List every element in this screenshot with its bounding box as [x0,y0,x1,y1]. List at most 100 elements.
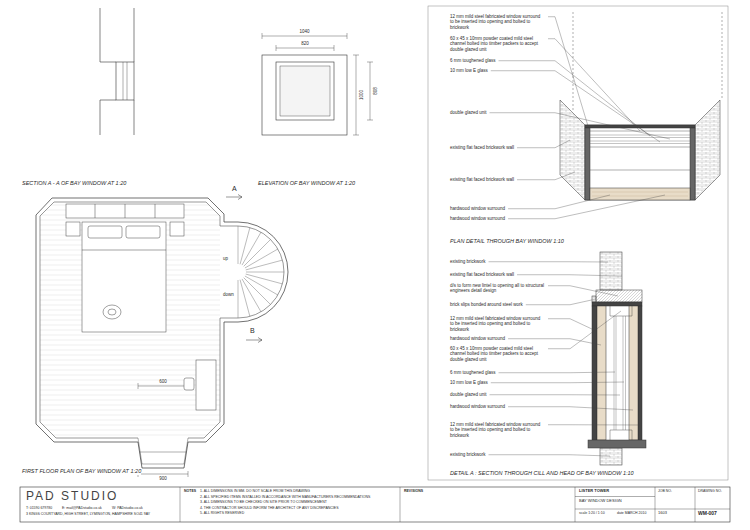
chair [184,378,194,390]
dimension-label: 808 [373,87,378,95]
floorboards [40,205,220,435]
callout-note: existing flat faced brickwork wall [450,177,514,182]
dimension-label: 1040 [299,29,309,34]
callout-note: 12 mm mild steel fabricated window surro… [450,14,545,30]
callout-note: existing flat faced brickwork wall [450,272,514,277]
projection-line [573,12,722,112]
leader-line [508,195,665,219]
stair-tread [238,226,239,264]
dimension-line [353,55,359,135]
section-marker: B [250,327,255,336]
floorboard-line [40,435,220,436]
leader-line [548,424,640,425]
section-marker: A [232,185,237,194]
floorboard-line [40,360,220,361]
floorboard-line [40,220,220,221]
callout-note: double glazed unit [450,392,487,397]
plan-drawing [36,198,288,477]
steel-surround [592,302,642,306]
steel-surround [638,306,642,442]
floorboard-line [40,370,220,371]
drawing-caption: SECTION A - A OF BAY WINDOW AT 1:20 [22,180,126,187]
callout-note: 60 x 45 x 10mm powder coated mild steel … [450,36,545,52]
pillow [88,226,122,238]
leader-line [517,275,622,276]
leader-line [491,71,660,142]
callout-note: hardwood window surround [450,216,505,221]
hardwood-surround [629,306,638,440]
bay-window [138,438,188,464]
project-name: LISTER TOWER [579,489,609,494]
stair-tread [244,278,271,305]
dimension-label: 900 [159,476,167,481]
floorboard-line [40,410,220,411]
brick-wall [560,100,585,200]
floorboard-line [40,420,220,421]
job-number: 1603 [658,511,667,516]
hardwood-surround [597,306,606,440]
stair-tread [246,260,283,270]
general-note: 2. ALL SPECIFIED ITEMS INSTALLED IN ACCO… [200,495,370,499]
leader-line [548,319,594,330]
window-frame [276,62,334,120]
floorboard-line [40,400,220,401]
drawing-caption: ELEVATION OF BAY WINDOW AT 1:20 [258,180,355,187]
panel-frame [428,6,728,480]
floorboard-line [40,430,220,431]
floorboard-line [40,340,220,341]
floorboard-line [40,345,220,346]
callout-note: 6 mm toughened glass [450,58,496,63]
leader-line [548,311,621,349]
leader-line [499,61,650,136]
scale-field: scale 1:20 / 1:10 [579,511,605,515]
drawing-number: WM-007 [698,510,717,516]
steel-surround [585,128,590,200]
floorboard-line [40,425,220,426]
elevation-drawing [226,33,373,200]
section-arrow [246,338,262,343]
wood-grain [592,192,688,196]
leader-line [517,172,575,180]
dimension-label: 1000 [359,90,364,100]
leader-lines [489,17,670,456]
callout-note: brick slips bonded around steel work [450,302,523,307]
title-block [20,487,730,522]
callout-note: d/s to form new lintel to opening all to… [450,283,545,294]
floorboard-line [40,365,220,366]
leader-line [548,17,588,126]
stair-tread [238,280,239,318]
general-note: 3. ALL DIMENSIONS TO BE CHECKED ON SITE … [200,500,327,504]
stair-tread [244,239,271,266]
drawing-title: BAY WINDOW DESIGN [579,499,622,504]
stair-wall [220,226,284,318]
steel-channel [610,306,632,440]
window-surround [262,55,347,135]
leader-line [490,394,620,395]
revisions-heading: REVISIONS [404,489,423,493]
leader-line [489,261,608,262]
steel-surround [592,306,597,442]
side-table [170,222,184,236]
steel-surround [585,125,695,128]
contact-detail: W: PADstudio.co.uk [112,506,143,510]
title-block-frame [20,487,730,522]
cushion [108,309,116,315]
outer-wall [36,198,288,468]
stair-direction: up [223,256,228,261]
window-frame [116,62,134,100]
stair-tread [240,280,250,317]
contact-detail: T: 01590 679780 [26,506,52,510]
floorboard-line [40,405,220,406]
callout-note: 12 mm mild steel fabricated window surro… [450,316,545,332]
cushion [103,305,121,319]
callout-note: existing brickwork [450,452,486,457]
stair-direction: down [223,292,234,297]
hardwood-surround [590,188,690,200]
glass-line [590,135,690,144]
window-glass [280,66,330,116]
notes-heading: NOTES [184,489,196,493]
wardrobe [66,204,184,218]
glass-line [614,316,626,430]
title-block-field: DRAWING NO. [698,489,722,493]
